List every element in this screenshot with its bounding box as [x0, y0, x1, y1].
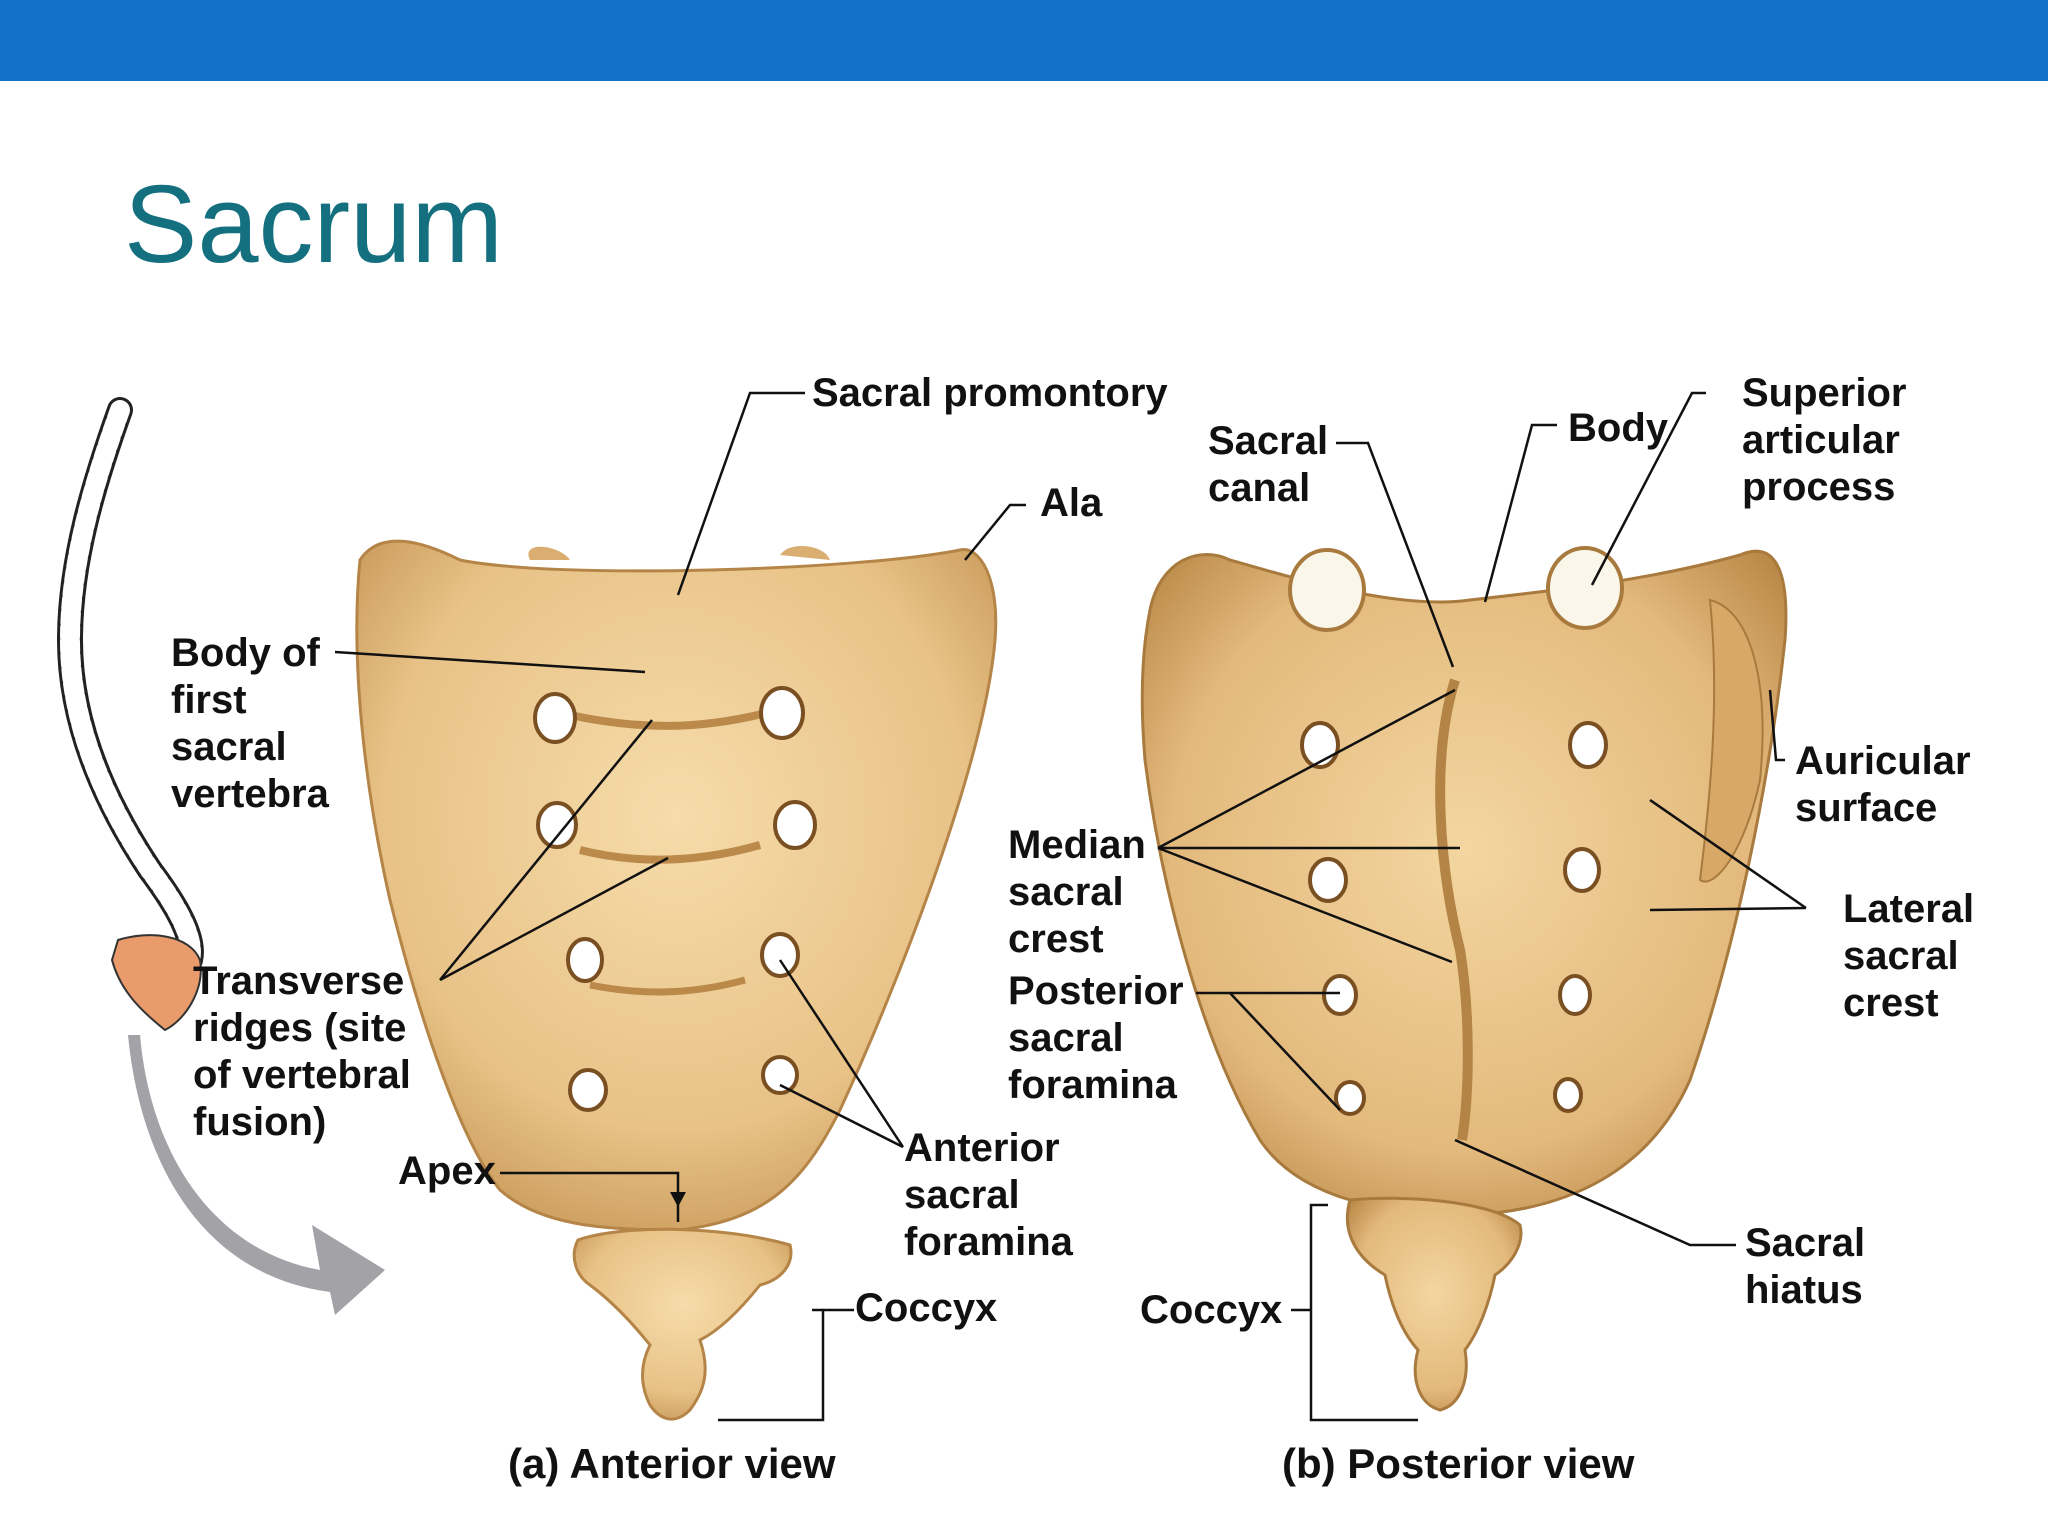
label-sacral-canal: Sacral canal	[1208, 419, 1329, 510]
label-body-first-sacral-vertebra: Body of first sacral vertebra	[171, 631, 329, 816]
slide-title: Sacrum	[124, 163, 503, 286]
posterior-sacrum	[1140, 546, 1788, 1412]
label-sacral-hiatus: Sacral hiatus	[1745, 1221, 1866, 1312]
apex-arrow-icon	[670, 1192, 686, 1207]
caption-anterior-view: (a) Anterior view	[508, 1440, 836, 1487]
curved-arrow-icon	[128, 1035, 385, 1315]
label-superior-articular-process: Superior articular process	[1742, 371, 1907, 509]
label-sacral-promontory: Sacral promontory	[812, 371, 1168, 415]
anterior-sacrum	[355, 539, 998, 1421]
label-anterior-sacral-foramina: Anterior sacral foramina	[904, 1126, 1073, 1264]
label-apex: Apex	[398, 1149, 496, 1193]
label-transverse-ridges: Transverse ridges (site of vertebral fus…	[193, 959, 411, 1144]
caption-posterior-view: (b) Posterior view	[1282, 1440, 1635, 1487]
label-lateral-sacral-crest: Lateral sacral crest	[1843, 887, 1975, 1025]
header-bar	[0, 0, 2048, 81]
label-median-sacral-crest: Median sacral crest	[1008, 823, 1146, 961]
label-body: Body	[1568, 406, 1668, 450]
label-coccyx-anterior: Coccyx	[855, 1286, 998, 1330]
label-ala: Ala	[1040, 481, 1103, 525]
leader-lines	[334, 391, 1807, 1422]
label-auricular-surface: Auricular surface	[1795, 739, 1971, 830]
label-coccyx-posterior: Coccyx	[1140, 1288, 1283, 1332]
spine-icon	[56, 397, 204, 1032]
label-posterior-sacral-foramina: Posterior sacral foramina	[1008, 969, 1184, 1107]
